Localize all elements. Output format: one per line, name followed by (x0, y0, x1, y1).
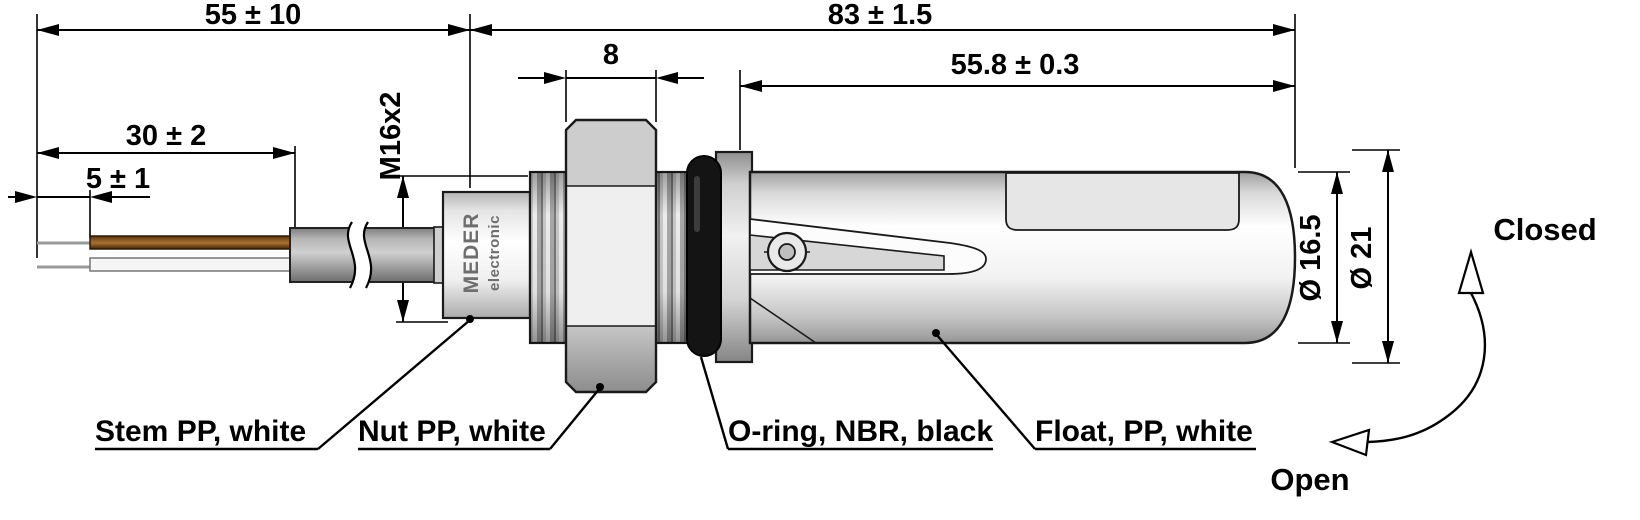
nut-outline (564, 118, 658, 394)
stem-label-text: Stem PP, white (95, 415, 306, 448)
dim-arrow-right (1273, 80, 1295, 92)
dim-overall-length-text: 83 ± 1.5 (828, 0, 933, 31)
dim-cable-length-text: 55 ± 10 (205, 0, 302, 31)
closed-arrowhead-icon (1457, 248, 1485, 295)
leader-line (935, 333, 1036, 450)
dim-arrow-left (37, 24, 59, 36)
thread-size-text: M16x2 (375, 92, 407, 181)
leader-line (699, 356, 730, 450)
wire-brown (89, 235, 301, 250)
dimension-nut-width: 8 (518, 39, 704, 84)
dim-arrow-up (1331, 172, 1343, 194)
dim-float-length-text: 55.8 ± 0.3 (951, 49, 1080, 81)
open-state-text: Open (1270, 462, 1349, 497)
dim-arrow-up (1382, 150, 1394, 172)
dim-arrow-up (397, 176, 409, 198)
cable-break-line (346, 221, 357, 289)
dim-nut-width-text: 8 (603, 39, 619, 71)
dimension-outer-diameter: Ø 21 (1346, 150, 1394, 363)
oring-label-text: O-ring, NBR, black (728, 415, 993, 448)
state-arc (1367, 292, 1487, 444)
cable-break-gap (347, 222, 372, 288)
dim-arrow-down (1331, 321, 1343, 343)
float-label-text: Float, PP, white (1035, 415, 1253, 448)
dim-arrow-left (740, 80, 762, 92)
dimension-float-length: 55.8 ± 0.3 (740, 49, 1295, 92)
cable-break-line (362, 221, 373, 289)
closed-state-text: Closed (1493, 212, 1596, 247)
dim-arrow-down (397, 300, 409, 322)
float-switch-device: MEDER electronic (37, 118, 1297, 394)
outer-diameter-text: Ø 21 (1346, 227, 1378, 290)
dim-arrow-left (544, 72, 566, 84)
float-diameter-text: Ø 16.5 (1295, 214, 1327, 301)
part-labels: Stem PP, white Nut PP, white O-ring, NBR… (95, 315, 1256, 451)
dim-wire-tip-text: 5 ± 1 (86, 163, 150, 195)
o-ring (686, 155, 722, 357)
dim-arrow-right (656, 72, 678, 84)
dimension-float-diameter: Ø 16.5 (1295, 172, 1343, 343)
dimension-wire-length: 30 ± 2 (37, 120, 295, 159)
nut-bottom-facet (566, 326, 656, 392)
stem-body (441, 190, 532, 320)
dim-arrow-right (90, 191, 112, 203)
dim-arrow-right (1273, 24, 1295, 36)
leader-dot (466, 315, 474, 323)
float-chamfer-line (749, 297, 817, 344)
dim-arrow-right (448, 24, 470, 36)
open-arrowhead-icon (1328, 428, 1371, 457)
dimension-overall-length: 83 ± 1.5 (470, 0, 1295, 36)
dim-arrow-right (273, 147, 295, 159)
o-ring-highlight (694, 176, 700, 232)
float-recess (1005, 172, 1240, 231)
dimension-cable-length: 55 ± 10 (37, 0, 470, 36)
leader-dot (596, 383, 604, 391)
dim-arrow-down (1382, 341, 1394, 363)
state-indicator: Closed Open (1270, 212, 1596, 497)
dim-arrow-left (15, 191, 37, 203)
wire-white (89, 257, 301, 272)
dim-wire-length-text: 30 ± 2 (126, 120, 206, 152)
nut-top-facet (566, 120, 656, 186)
dim-arrow-left (470, 24, 492, 36)
leader-line (317, 319, 471, 450)
dim-arrow-left (37, 147, 59, 159)
pivot-pin-inner (778, 243, 796, 261)
brand-name-text: MEDER (460, 213, 483, 294)
dimension-wire-tip: 5 ± 1 (8, 163, 150, 203)
leader-line (549, 387, 601, 450)
nut-label-text: Nut PP, white (358, 415, 546, 448)
brand-sub-text: electronic (486, 215, 503, 291)
nut-body (566, 120, 656, 392)
leader-dot (932, 329, 940, 337)
